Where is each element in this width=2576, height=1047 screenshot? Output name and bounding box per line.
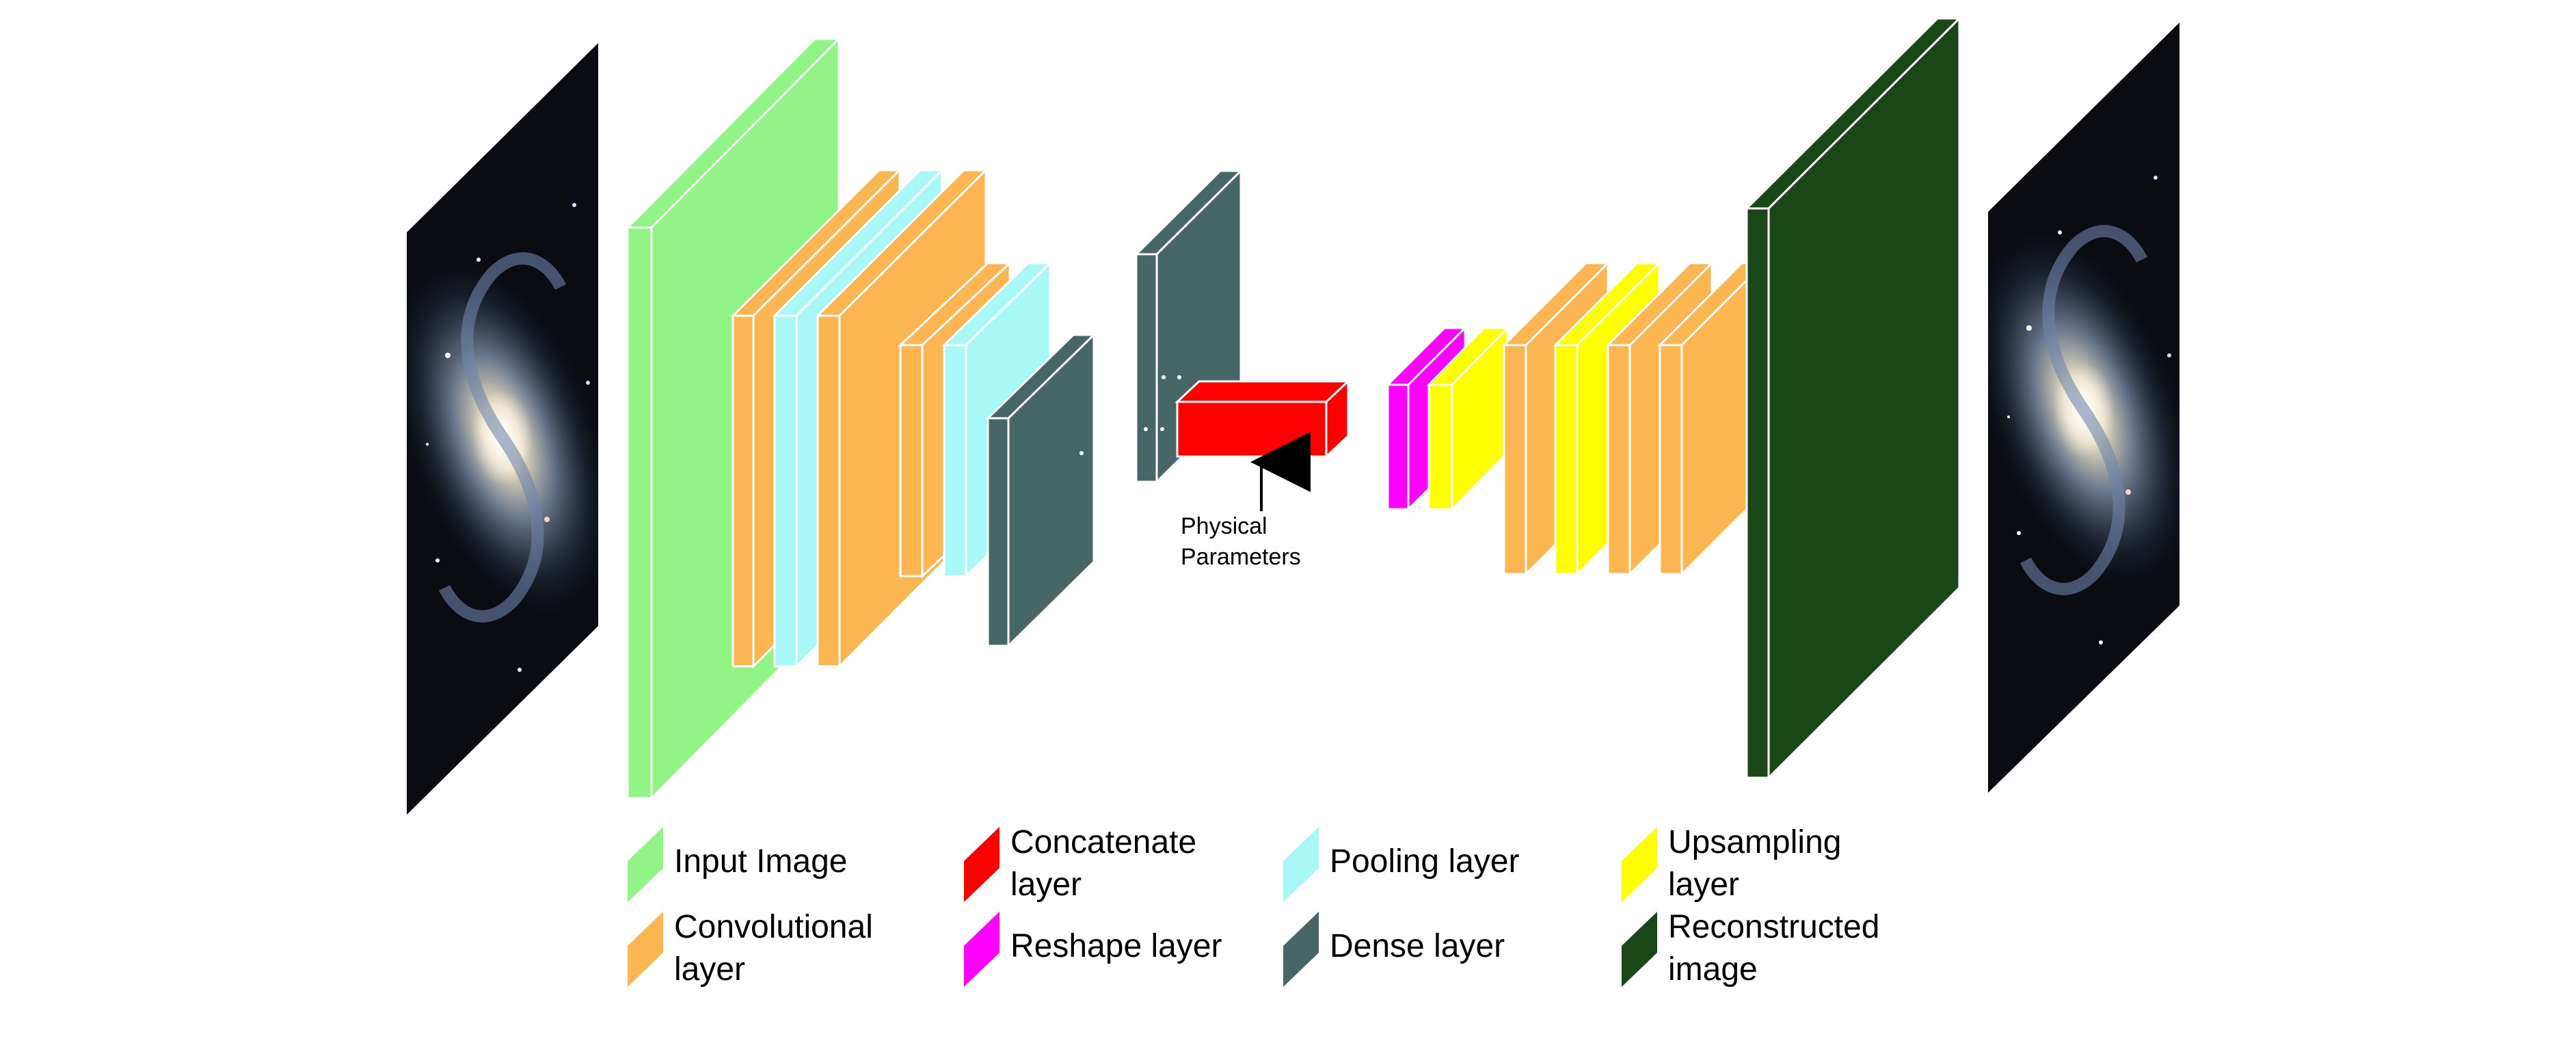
legend-label-dense: Dense layer [1330,928,1505,964]
legend-item-upsample: Upsampling layer [1622,824,1841,903]
legend-label-conv: Convolutional [674,909,873,945]
conv-layer-6 [1657,260,1767,577]
legend-label-concat: Concatenate [1010,824,1196,860]
legend-label-recon: Reconstructed [1668,909,1880,945]
legend-item-conv: Convolutional layer [628,909,873,988]
legend-item-dense: Dense layer [1283,912,1505,987]
legend-label-pool: Pooling layer [1330,843,1520,880]
legend-swatch-conv [628,912,663,987]
legend-label-upsample-line2: layer [1668,867,1739,903]
legend-swatch-upsample [1622,827,1657,902]
legend-swatch-recon [1622,912,1657,987]
legend-item-reshape: Reshape layer [964,912,1222,987]
legend-label-upsample: Upsampling [1668,824,1841,860]
legend-swatch-pool [1283,827,1319,902]
legend-label-concat-line2: layer [1010,867,1082,903]
legend-label-reshape: Reshape layer [1010,928,1222,964]
legend-item-recon: Reconstructed image [1622,909,1880,988]
encoder [625,36,1244,801]
input-galaxy-image [407,43,598,815]
legend-label-conv-line2: layer [674,951,745,988]
concatenate-layer [1175,379,1351,459]
dense-layer-1 [985,332,1097,649]
legend-swatch-input [628,827,663,902]
upsampling-layer-1 [1426,325,1510,512]
annotation-line-2: Parameters [1181,544,1301,570]
physical-parameters-annotation: Physical Parameters [1181,432,1311,570]
output-galaxy-image [1988,23,2179,793]
decoder [1385,16,1962,780]
legend: Input ImageConvolutionallayerConcatenate… [628,824,1880,988]
legend-swatch-concat [964,827,999,902]
legend-item-pool: Pooling layer [1283,827,1520,902]
legend-item-concat: Concatenate layer [964,824,1196,903]
annotation-line-1: Physical [1181,513,1267,539]
legend-label-input: Input Image [674,843,848,880]
legend-item-input: Input Image [628,827,848,902]
legend-swatch-reshape [964,912,999,987]
reconstructed-image-layer [1744,16,1962,780]
legend-label-recon-line2: image [1668,951,1758,988]
legend-swatch-dense [1283,912,1319,987]
